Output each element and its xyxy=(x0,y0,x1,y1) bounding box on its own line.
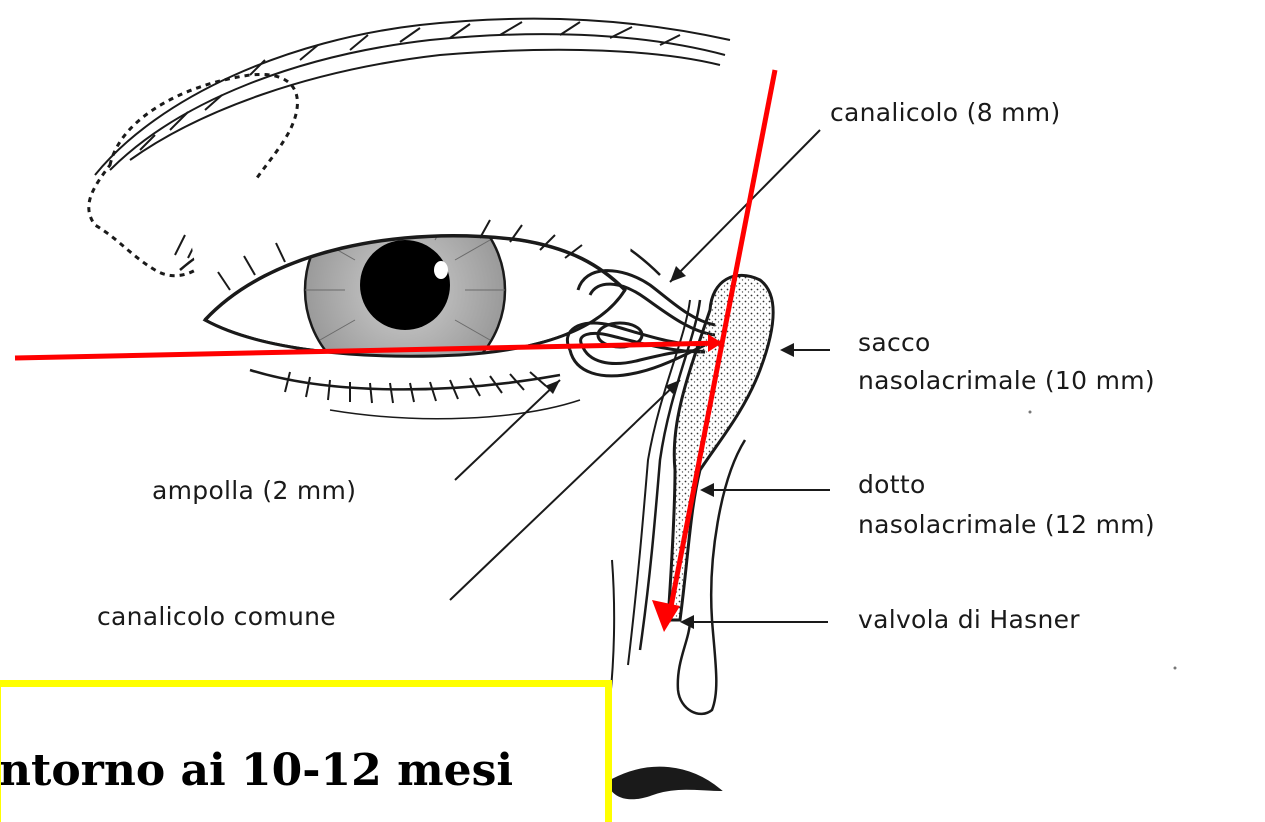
nostril-outline xyxy=(612,768,720,799)
label-valvola: valvola di Hasner xyxy=(858,603,1080,637)
label-ampolla: ampolla (2 mm) xyxy=(152,474,356,508)
label-dotto-line1: dotto xyxy=(858,468,926,502)
label-sacco-line1: sacco xyxy=(858,326,931,360)
label-sacco-line2: nasolacrimale (10 mm) xyxy=(858,364,1155,398)
note-text: ntorno ai 10-12 mesi xyxy=(0,745,513,796)
label-dotto-line2: nasolacrimale (12 mm) xyxy=(858,508,1155,542)
label-canalicolo-comune: canalicolo comune xyxy=(97,600,336,634)
eye-highlight xyxy=(434,261,448,279)
pupil xyxy=(360,240,450,330)
note-box: ntorno ai 10-12 mesi xyxy=(0,680,612,822)
label-canalicolo: canalicolo (8 mm) xyxy=(830,96,1061,130)
eyebrow xyxy=(95,19,730,175)
